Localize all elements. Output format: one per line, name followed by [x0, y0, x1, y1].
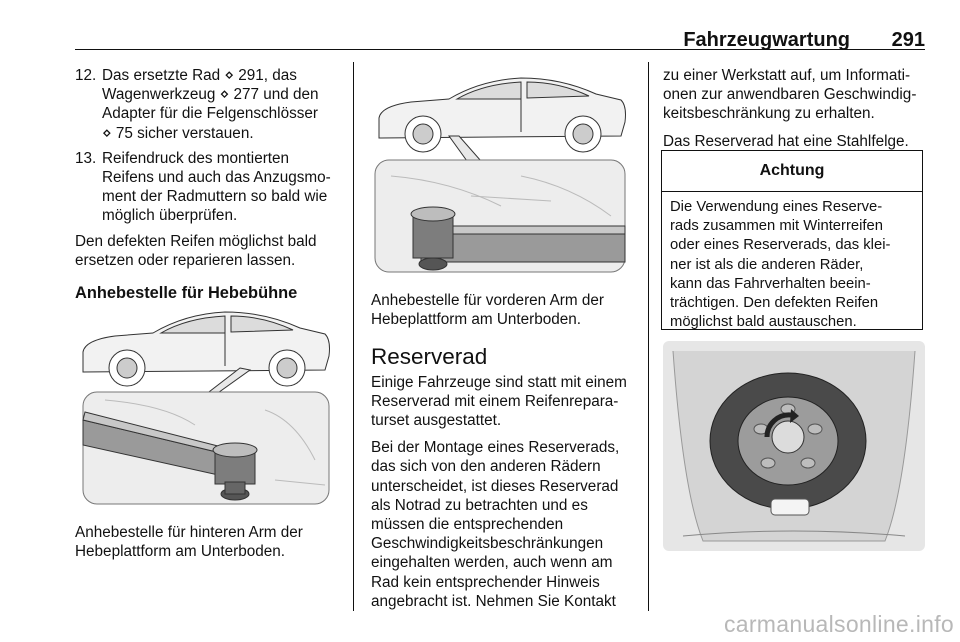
text-line: Den defekten Reifen möglichst bald — [75, 232, 317, 250]
text-line: turset ausgestattet. — [371, 412, 502, 430]
text-line: Einige Fahrzeuge sind statt mit einem — [371, 373, 627, 391]
middle-column: Anhebestelle für vorderen Arm der Hebepl… — [371, 291, 641, 619]
car-side-view — [378, 77, 626, 153]
car-side-view — [82, 311, 330, 387]
text-line: möglichst bald austauschen. — [670, 314, 857, 331]
text-line: eingehalten werden, auch wenn am — [371, 554, 613, 572]
underbody-lines — [104, 399, 326, 486]
left-column: 12. Das ersetzte Rad ⋄ 291, das Wagenwer… — [75, 66, 345, 303]
caption-line: Hebeplattform am Unterboden. — [371, 311, 582, 329]
text-line: Reifens und auch das Anzugsmo- — [102, 169, 331, 187]
front-lift-point-illustration — [374, 77, 626, 273]
paragraph: Das Reserverad hat eine Stahlfelge. — [663, 132, 909, 150]
paragraph: Einige Fahrzeuge sind statt mit einem Re… — [371, 373, 641, 431]
text-line: als Notrad zu betrachten und es — [371, 496, 588, 514]
caption-line: Hebeplattform am Unterboden. — [75, 543, 286, 561]
text-line: Das ersetzte Rad ⋄ 291, das — [102, 67, 297, 84]
text-line: oder eines Reserverads, das klei- — [670, 237, 891, 254]
list-number: 12. — [75, 67, 97, 84]
page-header: Fahrzeugwartung 291 — [75, 20, 925, 52]
text-line: möglich überprüfen. — [102, 207, 238, 225]
lift-arm — [82, 411, 258, 501]
header-rule — [75, 49, 925, 50]
text-line: das sich von den anderen Rädern — [371, 458, 601, 476]
text-line: zu einer Werkstatt auf, um Informati- — [663, 67, 911, 84]
section-heading: Reserverad — [371, 344, 488, 370]
text-line: trächtigen. Den defekten Reifen — [670, 295, 879, 312]
text-line: Geschwindigkeitsbeschränkungen — [371, 535, 604, 553]
text-line: ment der Radmuttern so bald wie — [102, 188, 328, 206]
text-line: ner ist als die anderen Räder, — [670, 256, 864, 273]
spare-wheel-illustration — [663, 341, 925, 551]
text-line: angebracht ist. Nehmen Sie Kontakt — [371, 592, 616, 610]
text-line: Wagenwerkzeug ⋄ 277 und den — [102, 86, 319, 104]
paragraph: zu einer Werkstatt auf, um Informati- on… — [663, 66, 925, 124]
warning-box: Achtung Die Verwendung eines Reserve- ra… — [661, 150, 923, 330]
text-line: onen zur anwendbaren Geschwindig- — [663, 86, 917, 104]
section-heading: Anhebestelle für Hebebühne — [75, 284, 298, 303]
text-line: Adapter für die Felgenschlösser — [102, 105, 318, 123]
text-line: müssen die entsprechenden — [371, 516, 564, 534]
text-line: Reserverad mit einem Reifenrepara- — [371, 392, 619, 410]
caption-line: Anhebestelle für vorderen Arm der — [371, 292, 604, 309]
list-number: 13. — [75, 149, 97, 167]
wheel-hub — [771, 420, 805, 454]
text-line: rads zusammen mit Winterreifen — [670, 218, 883, 235]
column-divider-1 — [353, 62, 354, 611]
warning-body: Die Verwendung eines Reserve- rads zusam… — [662, 192, 922, 338]
rotation-arrow — [764, 412, 792, 438]
page-number: 291 — [891, 29, 925, 51]
section-title: Fahrzeugwartung — [683, 29, 850, 51]
list-item: 12. Das ersetzte Rad ⋄ 291, das Wagenwer… — [75, 66, 345, 143]
underbody-lines — [390, 175, 612, 217]
text-line: keitsbeschränkung zu erhalten. — [663, 105, 875, 123]
column-divider-2 — [648, 62, 649, 611]
text-line: Reifendruck des montierten — [102, 149, 290, 167]
warning-title: Achtung — [662, 151, 922, 192]
rear-lift-point-illustration — [82, 311, 330, 505]
caption-line: Anhebestelle für hinteren Arm der — [75, 524, 303, 541]
rim-holes — [753, 403, 823, 469]
paragraph: Den defekten Reifen möglichst bald erset… — [75, 232, 345, 270]
list-item: 13. Reifendruck des montierten Reifens u… — [75, 149, 345, 226]
text-line: Die Verwendung eines Reserve- — [670, 199, 883, 215]
watermark: carmanualsonline.info — [723, 611, 954, 637]
zoom-callout — [203, 367, 252, 396]
floor-hook — [770, 498, 810, 516]
text-line: ⋄ 75 sicher verstauen. — [102, 124, 254, 142]
text-line: Rad kein entsprechender Hinweis — [371, 573, 600, 591]
text-line: kann das Fahrverhalten beein- — [670, 275, 871, 292]
text-line: Bei der Montage eines Reserverads, — [371, 439, 620, 457]
left-caption: Anhebestelle für hinteren Arm der Hebepl… — [75, 523, 345, 561]
right-column: zu einer Werkstatt auf, um Informati- on… — [663, 66, 925, 159]
text-line: unterscheidet, ist dieses Reserverad — [371, 477, 619, 495]
text-line: ersetzen oder reparieren lassen. — [75, 251, 296, 269]
zoom-callout — [448, 135, 483, 162]
lift-arm — [410, 206, 626, 271]
paragraph: Bei der Montage eines Reserverads, das s… — [371, 438, 641, 611]
